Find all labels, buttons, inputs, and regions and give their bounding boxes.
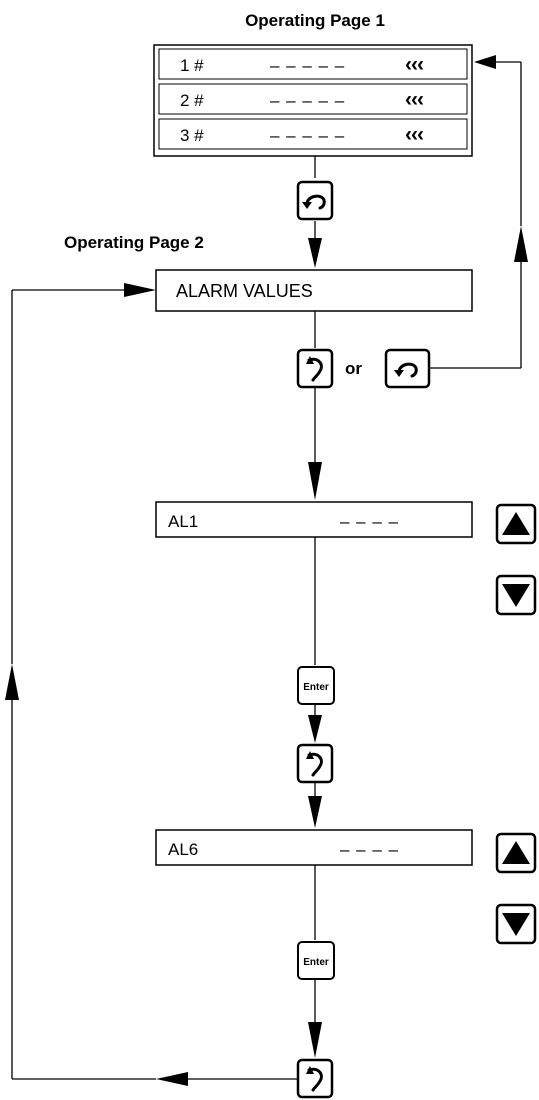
- alarm-1-value: – – – –: [340, 512, 399, 531]
- enter-key-label: Enter: [303, 957, 329, 968]
- enter-key-label: Enter: [303, 682, 329, 693]
- scroll-key-3[interactable]: [296, 1058, 334, 1099]
- channel-3-value: – – – – –: [270, 126, 345, 145]
- alarm-1-label: AL1: [168, 512, 198, 531]
- enter-key-1[interactable]: Enter: [297, 666, 335, 705]
- up-key-2[interactable]: [495, 832, 537, 874]
- alarm-1-display: AL1 – – – –: [155, 501, 473, 538]
- alarm-6-value: – – – –: [340, 840, 399, 859]
- up-arrow-icon: [502, 841, 530, 864]
- channel-2-label: 2 #: [180, 91, 204, 110]
- operating-page-1-display: 1 # – – – – – ‹‹‹ 2 # – – – – – ‹‹‹ 3 # …: [153, 44, 473, 157]
- operating-page-2-title: Operating Page 2: [64, 233, 204, 252]
- operating-page-1-title: Operating Page 1: [245, 11, 385, 30]
- connector-return-to-page1: [429, 55, 528, 369]
- channel-2-indicator: ‹‹‹: [405, 88, 424, 111]
- alarm-6-display: AL6 – – – –: [155, 829, 473, 866]
- channel-1-label: 1 #: [180, 56, 204, 75]
- enter-key-2[interactable]: Enter: [297, 941, 335, 980]
- down-arrow-icon: [502, 584, 530, 607]
- alarm-values-display: ALARM VALUES: [155, 269, 473, 312]
- page-key-1[interactable]: [296, 180, 334, 221]
- channel-3-label: 3 #: [180, 126, 204, 145]
- connector-loop-to-alarm-values: [5, 283, 298, 1086]
- or-text: or: [345, 359, 362, 378]
- channel-3-indicator: ‹‹‹: [405, 123, 424, 146]
- channel-2-value: – – – – –: [270, 91, 345, 110]
- channel-1-indicator: ‹‹‹: [405, 53, 424, 76]
- channel-1-value: – – – – –: [270, 56, 345, 75]
- connector-page1-to-page2: [308, 156, 322, 268]
- up-key-1[interactable]: [495, 503, 537, 545]
- down-key-2[interactable]: [495, 903, 537, 945]
- alarm-6-label: AL6: [168, 840, 198, 859]
- connector-al6-to-bottom: [308, 865, 322, 1058]
- alarm-values-header: ALARM VALUES: [176, 281, 313, 301]
- down-key-1[interactable]: [495, 574, 537, 616]
- down-arrow-icon: [502, 913, 530, 936]
- connector-keys-to-al1: [308, 387, 322, 500]
- scroll-key-2[interactable]: [296, 743, 334, 784]
- scroll-key-1[interactable]: [296, 348, 334, 389]
- connector-al1-to-enter: [308, 537, 322, 828]
- up-arrow-icon: [502, 512, 530, 535]
- page-key-2[interactable]: [384, 348, 431, 389]
